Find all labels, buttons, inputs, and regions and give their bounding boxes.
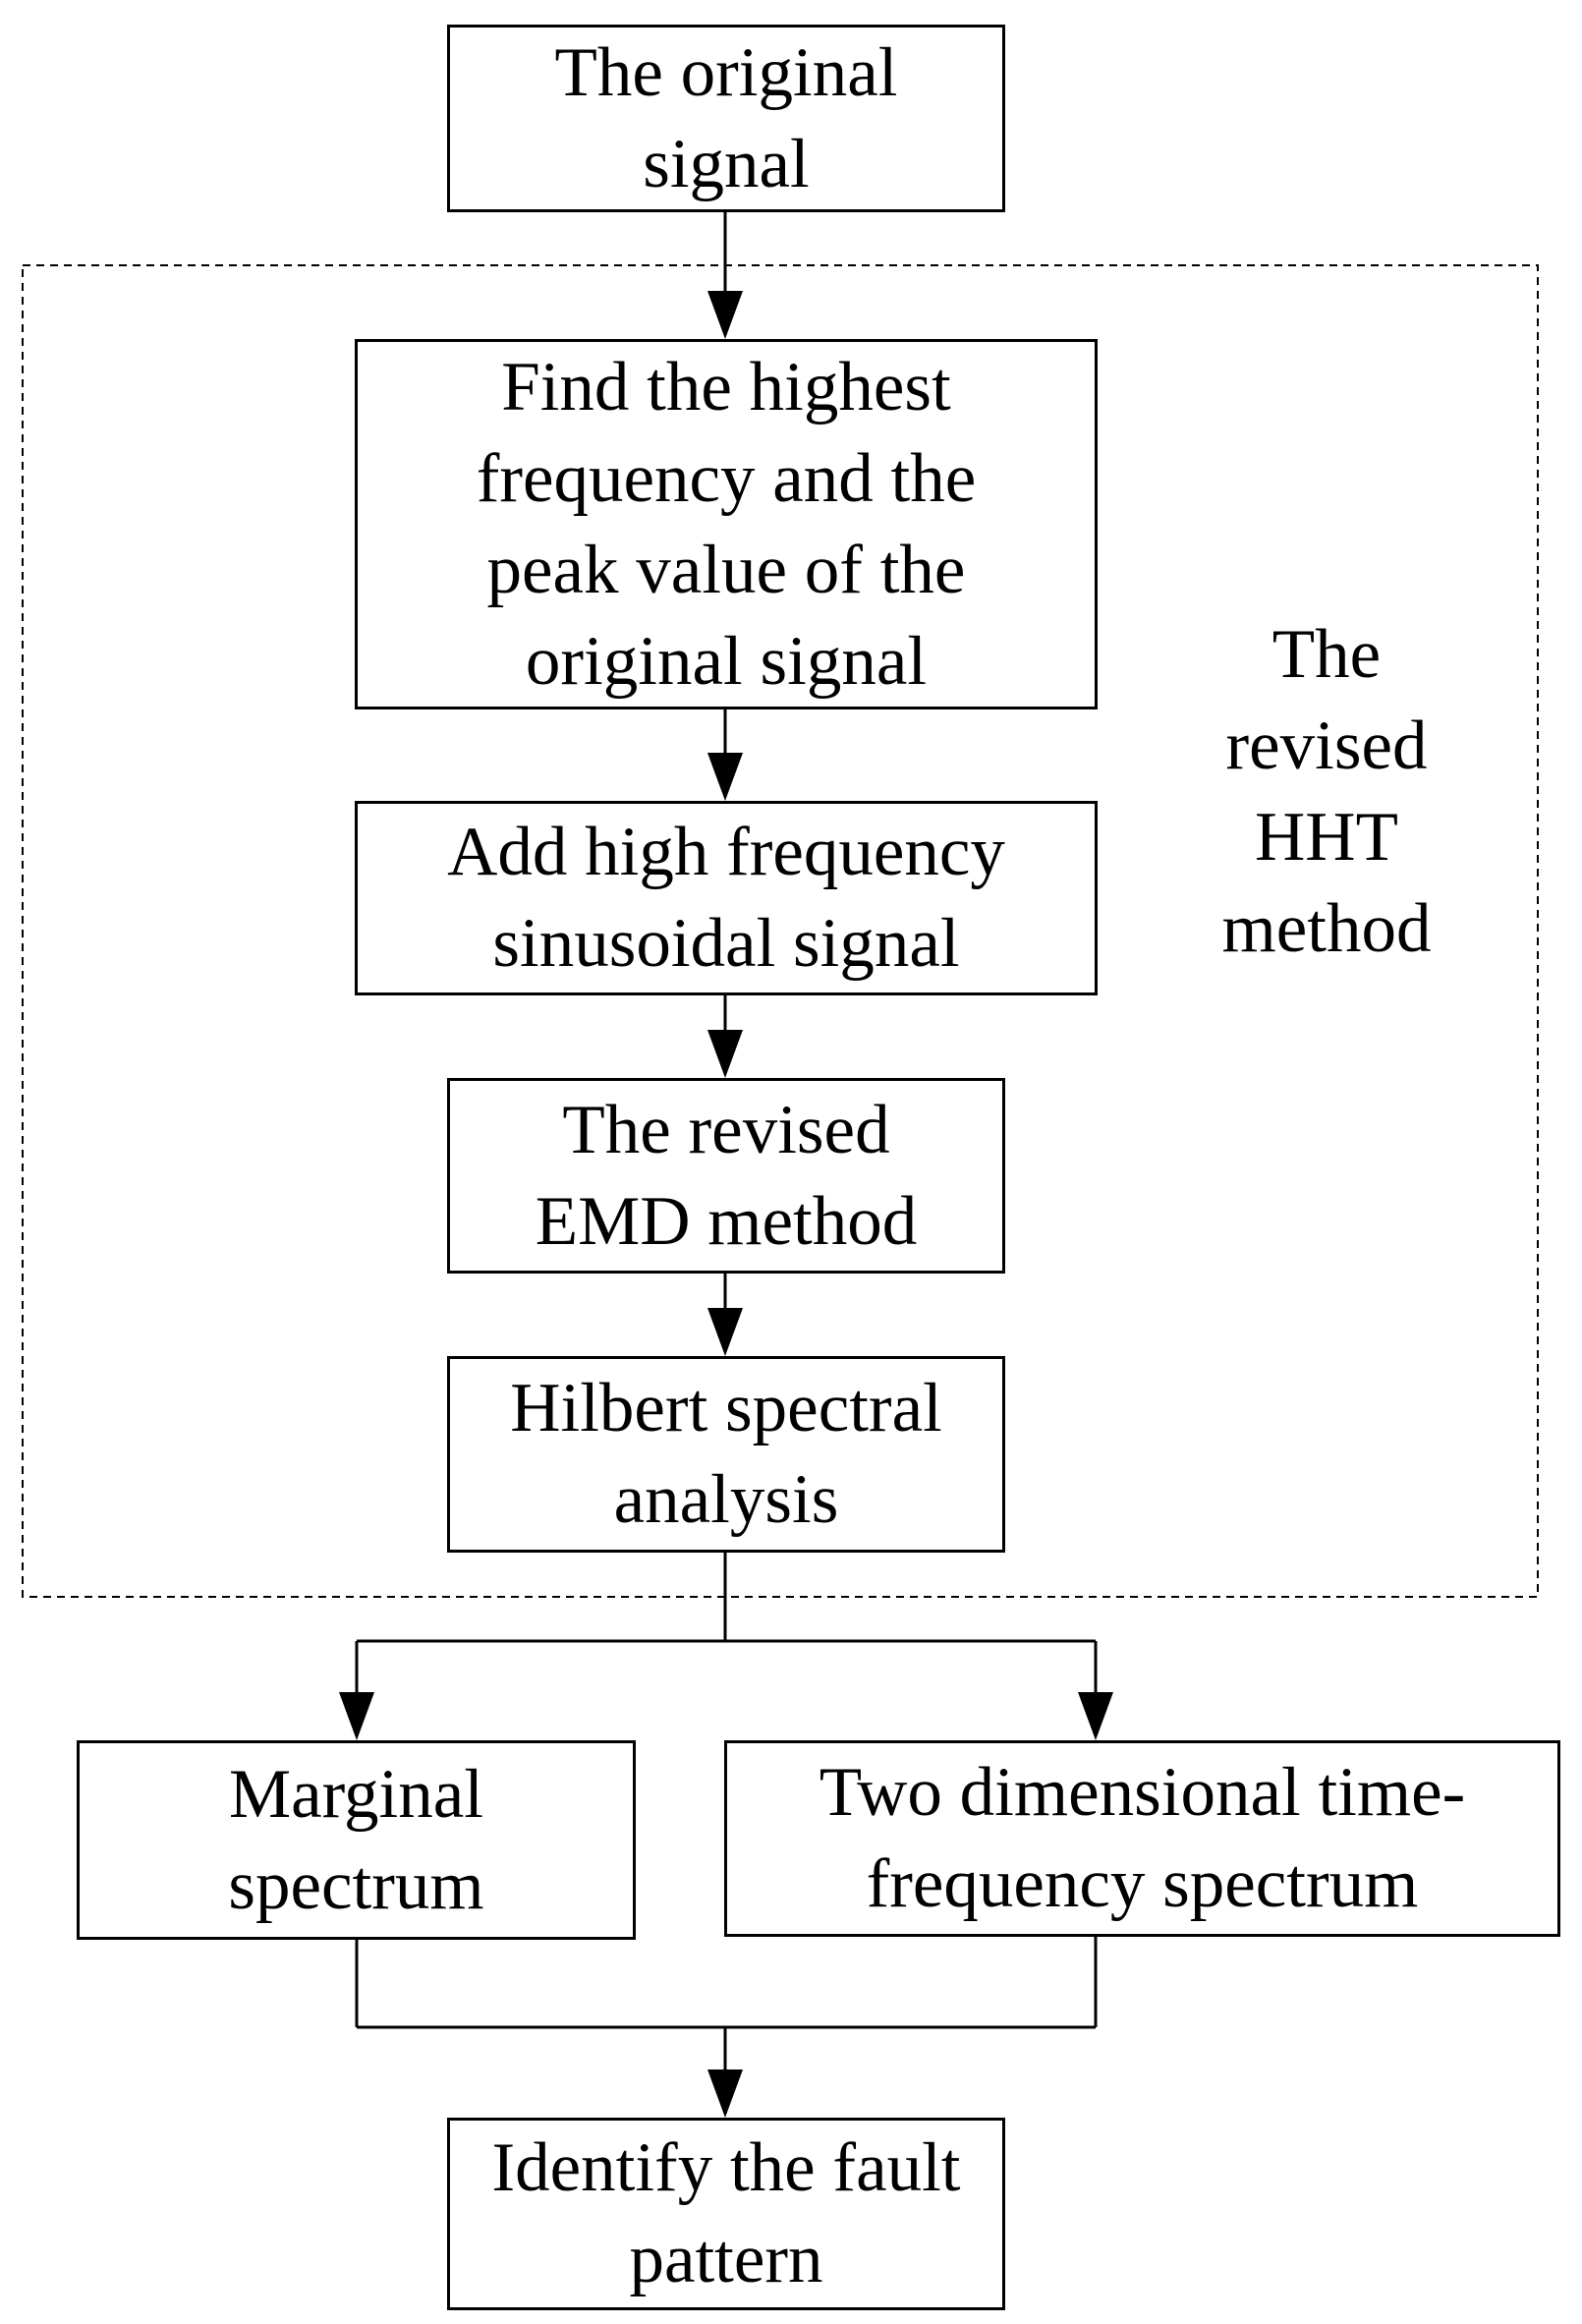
node-find-line-4: original signal <box>525 622 928 700</box>
group-label-line-4: method <box>1221 890 1432 967</box>
arrowhead-add <box>707 753 743 801</box>
node-marginal-line-2: spectrum <box>228 1846 484 1924</box>
arrowhead-marginal <box>339 1692 374 1740</box>
node-two-dim-line-2: frequency spectrum <box>866 1845 1419 1922</box>
group-label-line-3: HHT <box>1255 799 1398 876</box>
node-revised-emd: The revised EMD method <box>447 1078 1005 1274</box>
node-two-dim-line-1: Two dimensional time- <box>819 1754 1466 1831</box>
arrowhead-find <box>707 291 743 339</box>
node-identify-line-2: pattern <box>629 2221 823 2297</box>
group-label-revised-hht: The revised HHT method <box>1179 609 1474 975</box>
node-identify-fault: Identify the fault pattern <box>447 2118 1005 2310</box>
node-original-signal: The original signal <box>447 25 1005 212</box>
arrowhead-hilbert <box>707 1308 743 1356</box>
arrowhead-two-dim <box>1078 1692 1113 1740</box>
node-add-high-frequency: Add high frequency sinusoidal signal <box>355 801 1098 995</box>
group-label-line-2: revised <box>1225 708 1428 784</box>
arrowhead-identify <box>707 2069 743 2118</box>
node-emd-line-1: The revised <box>562 1091 890 1168</box>
node-identify-line-1: Identify the fault <box>491 2129 961 2206</box>
node-hilbert-line-2: analysis <box>613 1461 839 1538</box>
node-hilbert-spectral: Hilbert spectral analysis <box>447 1356 1005 1553</box>
node-two-dimensional-spectrum: Two dimensional time- frequency spectrum <box>724 1740 1560 1937</box>
node-add-line-1: Add high frequency <box>447 814 1005 890</box>
node-add-line-2: sinusoidal signal <box>492 905 960 982</box>
group-label-line-1: The <box>1271 616 1382 693</box>
arrowhead-emd <box>707 1030 743 1078</box>
node-emd-line-2: EMD method <box>535 1182 918 1260</box>
node-marginal-line-1: Marginal <box>229 1755 483 1833</box>
node-hilbert-line-1: Hilbert spectral <box>510 1370 942 1446</box>
hht-group-boundary <box>22 264 1539 1598</box>
node-original-signal-line-1: The original <box>554 33 898 111</box>
node-find-line-3: peak value of the <box>486 531 966 608</box>
node-marginal-spectrum: Marginal spectrum <box>77 1740 636 1940</box>
node-find-highest-frequency: Find the highest frequency and the peak … <box>355 339 1098 709</box>
node-find-line-1: Find the highest <box>501 348 951 425</box>
node-original-signal-line-2: signal <box>643 125 810 202</box>
node-find-line-2: frequency and the <box>476 439 977 517</box>
